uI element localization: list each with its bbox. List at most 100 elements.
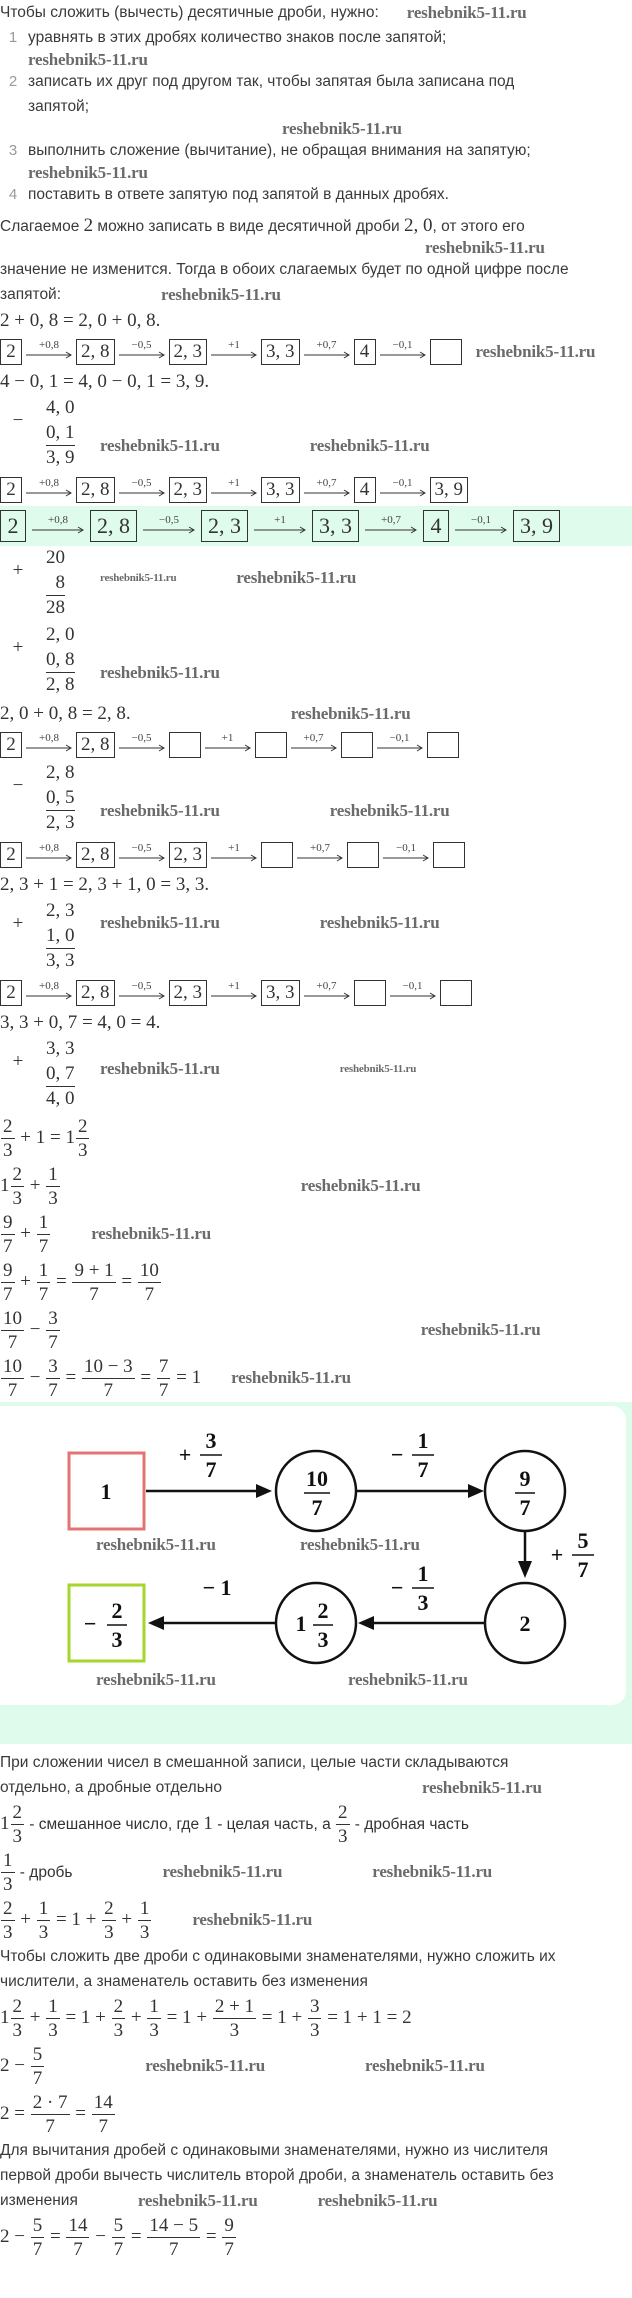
empty-answer-box bbox=[353, 979, 386, 1006]
watermark: reshebnik5-11.ru bbox=[100, 801, 220, 820]
arrow-label: +0,8 bbox=[39, 731, 59, 744]
whole-part: 1 bbox=[65, 1126, 75, 1148]
op-denominator: 7 bbox=[418, 1457, 429, 1482]
denominator: 7 bbox=[72, 1281, 116, 1304]
operator: − bbox=[12, 410, 24, 431]
rule-text: числители, а знаменатель оставить без из… bbox=[0, 1972, 368, 1990]
watermark-group: reshebnik5-11.ru reshebnik5-11.ru bbox=[100, 899, 440, 933]
value-box: 2 bbox=[0, 476, 22, 503]
numerator: 9 + 1 bbox=[74, 1259, 114, 1281]
denominator: 7 bbox=[91, 2113, 115, 2136]
rule-line: отдельно, а дробные отдельно reshebnik5-… bbox=[0, 1775, 632, 1800]
node-circle bbox=[483, 1581, 567, 1665]
denominator: 7 bbox=[1, 1329, 24, 1352]
arrow-label: −0,5 bbox=[159, 514, 179, 526]
arrow-label: +0,8 bbox=[39, 476, 59, 489]
math-text: = bbox=[126, 2225, 147, 2247]
arrow-icon bbox=[303, 351, 350, 358]
denominator: 7 bbox=[30, 2113, 70, 2136]
paragraph-line: Слагаемое 2 можно записать в виде десяти… bbox=[0, 213, 632, 238]
op-numerator: 1 bbox=[418, 1428, 429, 1453]
denominator: 7 bbox=[36, 1281, 51, 1305]
empty-answer-box bbox=[168, 731, 201, 758]
numerator: 5 bbox=[32, 2043, 43, 2065]
step-text: уравнять в этих дробях количество знаков… bbox=[28, 28, 447, 46]
arrow-label: +0,8 bbox=[48, 514, 68, 526]
end-denominator: 3 bbox=[112, 1627, 123, 1652]
end-numerator: 2 bbox=[112, 1598, 123, 1623]
arrow: −0,5 bbox=[118, 842, 165, 862]
op-label: − 1 bbox=[202, 1575, 231, 1600]
arrowhead bbox=[518, 1561, 532, 1578]
watermark-row: reshebnik5-11.ru bbox=[0, 238, 632, 257]
op-sign: − bbox=[391, 1442, 404, 1467]
arrow-label: +0,8 bbox=[39, 338, 59, 351]
step-1: 1 уравнять в этих дробях количество знак… bbox=[0, 25, 632, 50]
numerator: 2 + 1 bbox=[214, 1995, 255, 2017]
denominator: 3 bbox=[336, 1823, 350, 1847]
denominator: 7 bbox=[111, 2236, 126, 2260]
watermark: reshebnik5-11.ru bbox=[231, 1368, 351, 1387]
numerator: 3 bbox=[48, 1307, 58, 1329]
value-box: 2 bbox=[0, 731, 22, 758]
arrow-label: +0,7 bbox=[316, 476, 337, 489]
start-value: 1 bbox=[101, 1479, 112, 1504]
denominator: 7 bbox=[222, 2236, 236, 2260]
arrow: +1 bbox=[211, 339, 257, 359]
denominator: 3 bbox=[102, 1919, 116, 1943]
arrow: +1 bbox=[204, 732, 251, 752]
value-box: 4 bbox=[353, 338, 376, 365]
node-circle bbox=[274, 1581, 358, 1665]
watermark: reshebnik5-11.ru bbox=[317, 2190, 438, 2210]
arrow: +0,8 bbox=[26, 731, 72, 752]
start-box bbox=[67, 1451, 146, 1531]
numerator: 2 bbox=[113, 1995, 124, 2017]
value-box: 4 bbox=[423, 510, 449, 542]
denominator: 7 bbox=[30, 2236, 45, 2260]
arrow-icon bbox=[143, 526, 195, 534]
op-denominator: 7 bbox=[206, 1457, 217, 1482]
arrow: −0,1 bbox=[455, 515, 507, 534]
paragraph-text: запятой: bbox=[0, 285, 62, 303]
value-box: 2 bbox=[0, 338, 22, 365]
numerator: 3 bbox=[48, 1355, 58, 1377]
arrow-label: +0,7 bbox=[310, 841, 330, 854]
operand: 8 bbox=[46, 571, 65, 596]
operator: + bbox=[12, 637, 24, 658]
denominator: 3 bbox=[75, 1137, 90, 1161]
watermark: reshebnik5-11.ru bbox=[100, 436, 220, 455]
denominator: 7 bbox=[81, 1377, 135, 1400]
value-box: 3, 9 bbox=[429, 476, 468, 503]
arrow-label: +0,8 bbox=[39, 841, 59, 854]
node-whole: 1 bbox=[296, 1611, 307, 1636]
arrow-label: +0,7 bbox=[316, 979, 337, 992]
math-text: 4 − 0, 1 = 4, 0 − 0, 1 = 3, 9. bbox=[0, 371, 210, 392]
numerator: 1 bbox=[149, 1995, 159, 2017]
math-inline: 2 bbox=[83, 214, 94, 236]
result: 2, 8 bbox=[46, 674, 75, 695]
equation: 2 + 0, 8 = 2, 0 + 0, 8. bbox=[0, 310, 160, 332]
math-text: = 1 bbox=[171, 1366, 202, 1388]
